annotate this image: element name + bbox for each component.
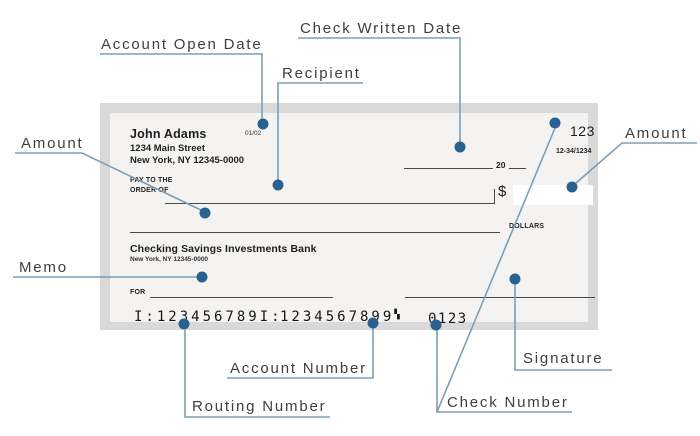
label-routing-number: Routing Number bbox=[192, 398, 327, 415]
check-face: John Adams 1234 Main Street New York, NY… bbox=[110, 113, 595, 327]
date-year-line bbox=[509, 168, 526, 170]
date-line bbox=[404, 168, 493, 170]
label-amount-left: Amount bbox=[21, 135, 84, 152]
label-check-written-date: Check Written Date bbox=[300, 20, 463, 37]
account-open-date-value: 01/02 bbox=[245, 130, 262, 137]
payee-line bbox=[165, 203, 494, 205]
label-recipient: Recipient bbox=[282, 65, 361, 82]
amount-box-tick bbox=[494, 189, 496, 204]
bank-fraction: 12-34/1234 bbox=[556, 148, 592, 155]
bank-address: New York, NY 12345-0000 bbox=[130, 256, 209, 263]
bank-name: Checking Savings Investments Bank bbox=[130, 243, 317, 255]
payer-address-line2: New York, NY 12345-0000 bbox=[130, 155, 245, 166]
micr-account-group: 1234567899▚ bbox=[280, 309, 400, 325]
amount-box bbox=[513, 185, 593, 205]
label-check-number: Check Number bbox=[447, 394, 569, 411]
check: John Adams 1234 Main Street New York, NY… bbox=[100, 103, 598, 330]
micr-routing-number: 123456789 bbox=[156, 309, 260, 325]
dollar-sign: $ bbox=[498, 183, 507, 200]
year-prefix: 20 bbox=[496, 160, 506, 170]
micr-check-number: 0123 bbox=[428, 311, 468, 327]
dollars-label: DOLLARS bbox=[509, 223, 545, 230]
pay-to-label-line2: ORDER OF bbox=[130, 187, 169, 194]
label-account-open-date: Account Open Date bbox=[101, 36, 263, 53]
for-label: FOR bbox=[130, 289, 146, 296]
micr-account-number: 1234567899 bbox=[280, 309, 395, 325]
payer-name: John Adams bbox=[130, 127, 207, 141]
label-memo: Memo bbox=[19, 259, 68, 276]
signature-line bbox=[405, 297, 595, 299]
micr-transit-icon: I: bbox=[259, 309, 283, 325]
label-amount-right: Amount bbox=[625, 125, 688, 142]
pay-to-label-line1: PAY TO THE bbox=[130, 177, 173, 184]
written-amount-line bbox=[130, 232, 500, 234]
micr-transit-icon: I: bbox=[134, 309, 157, 325]
check-number-top-value: 123 bbox=[570, 123, 595, 139]
label-account-number: Account Number bbox=[230, 360, 367, 377]
memo-line bbox=[150, 297, 333, 299]
micr-routing-group: I:123456789I: bbox=[134, 309, 283, 325]
label-signature: Signature bbox=[523, 350, 604, 367]
payer-address-line1: 1234 Main Street bbox=[130, 143, 205, 154]
micr-onus-icon: ▚ bbox=[394, 310, 400, 320]
